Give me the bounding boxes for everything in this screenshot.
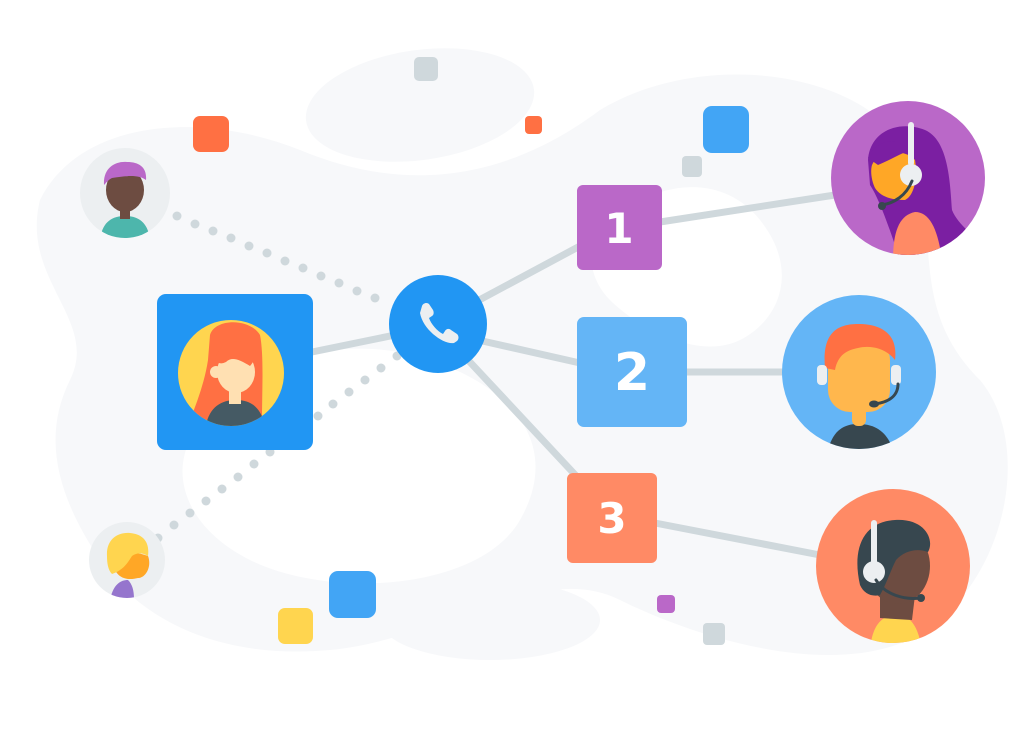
agent-1-avatar[interactable] (831, 101, 990, 260)
waiting-caller-top[interactable] (80, 148, 170, 240)
decorative-squares (193, 57, 749, 645)
agent-3-avatar[interactable] (816, 489, 970, 650)
square-yellow (278, 608, 313, 644)
headset-agent-icon (868, 122, 985, 255)
agent-2-avatar[interactable] (782, 295, 936, 460)
headset-agent-icon (857, 519, 931, 643)
square-purple (657, 595, 675, 613)
square-blue-bottom (329, 571, 376, 618)
route-1-button[interactable]: 1 (577, 185, 662, 270)
route-2-button[interactable]: 2 (577, 317, 687, 427)
route-3-button[interactable]: 3 (567, 473, 657, 563)
route-3-label: 3 (597, 494, 626, 543)
square-gray-small (682, 156, 702, 177)
phone-icon (420, 302, 459, 344)
waiting-connectors (153, 211, 402, 543)
square-blue (703, 106, 749, 153)
route-2-label: 2 (614, 343, 650, 403)
square-orange-small (525, 116, 542, 134)
waiting-caller-bottom[interactable] (89, 522, 165, 600)
caller-card[interactable] (157, 294, 313, 450)
phone-hub[interactable] (389, 275, 487, 373)
route-connectors (308, 191, 839, 559)
route-1-label: 1 (604, 204, 633, 253)
square-gray (414, 57, 438, 81)
square-gray-bottom (703, 623, 725, 645)
square-orange (193, 116, 229, 152)
headset-agent-icon (817, 324, 901, 449)
